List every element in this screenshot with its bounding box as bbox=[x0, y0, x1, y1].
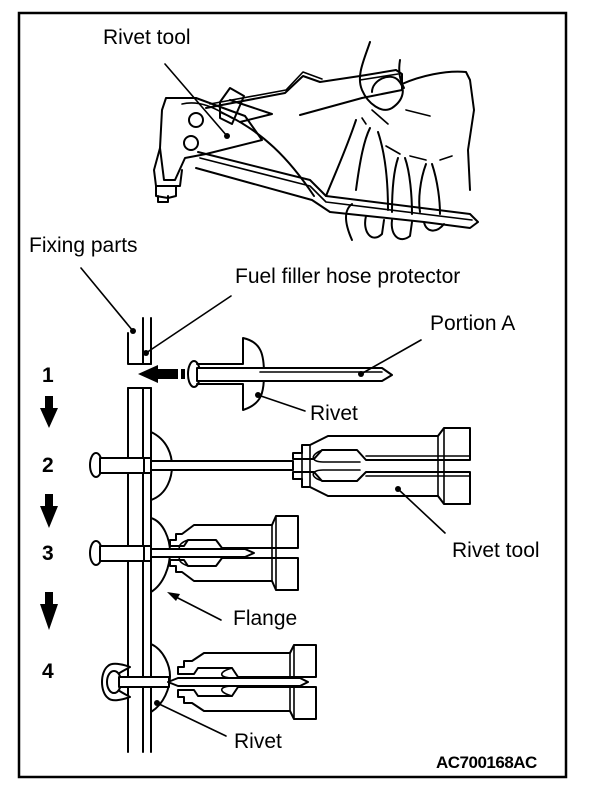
label-portion-a: Portion A bbox=[430, 312, 515, 335]
step3-rivet-tool bbox=[150, 515, 299, 591]
leader-fixing-parts bbox=[80, 267, 134, 332]
leader-portion-a bbox=[360, 339, 422, 375]
step-number-1: 1 bbox=[42, 364, 54, 387]
label-rivet-tool-top: Rivet tool bbox=[103, 26, 191, 49]
label-fuel-filler-hose-protector: Fuel filler hose protector bbox=[235, 265, 460, 288]
left-arrow-icon bbox=[138, 365, 185, 383]
step2-rivet bbox=[89, 431, 294, 501]
label-rivet-step1: Rivet bbox=[310, 402, 358, 425]
flange-leader-arrow bbox=[167, 592, 222, 621]
down-arrow-icon bbox=[40, 592, 58, 630]
step-number-2: 2 bbox=[42, 454, 54, 477]
step2-rivet-tool bbox=[292, 427, 471, 505]
step-number-4: 4 bbox=[42, 660, 54, 683]
leader-rivet-step4 bbox=[156, 702, 227, 737]
down-arrow-icon bbox=[40, 396, 58, 428]
leader-rivet-step1 bbox=[257, 394, 306, 412]
step1-rivet bbox=[187, 337, 393, 411]
label-rivet-step4: Rivet bbox=[234, 730, 282, 753]
label-flange: Flange bbox=[233, 607, 297, 630]
leader-fuel-filler-hose-protector bbox=[145, 295, 232, 354]
figure-id-code: AC700168AC bbox=[436, 753, 537, 772]
leader-rivet-tool-step2 bbox=[397, 488, 446, 534]
step-number-3: 3 bbox=[42, 542, 54, 565]
label-fixing-parts: Fixing parts bbox=[29, 234, 138, 257]
down-arrow-icon bbox=[40, 494, 58, 528]
rivet-tool-illustration bbox=[153, 41, 479, 241]
step4-rivet-tool bbox=[167, 644, 317, 720]
step4-rivet bbox=[101, 643, 171, 713]
label-rivet-tool-step2: Rivet tool bbox=[452, 539, 540, 562]
